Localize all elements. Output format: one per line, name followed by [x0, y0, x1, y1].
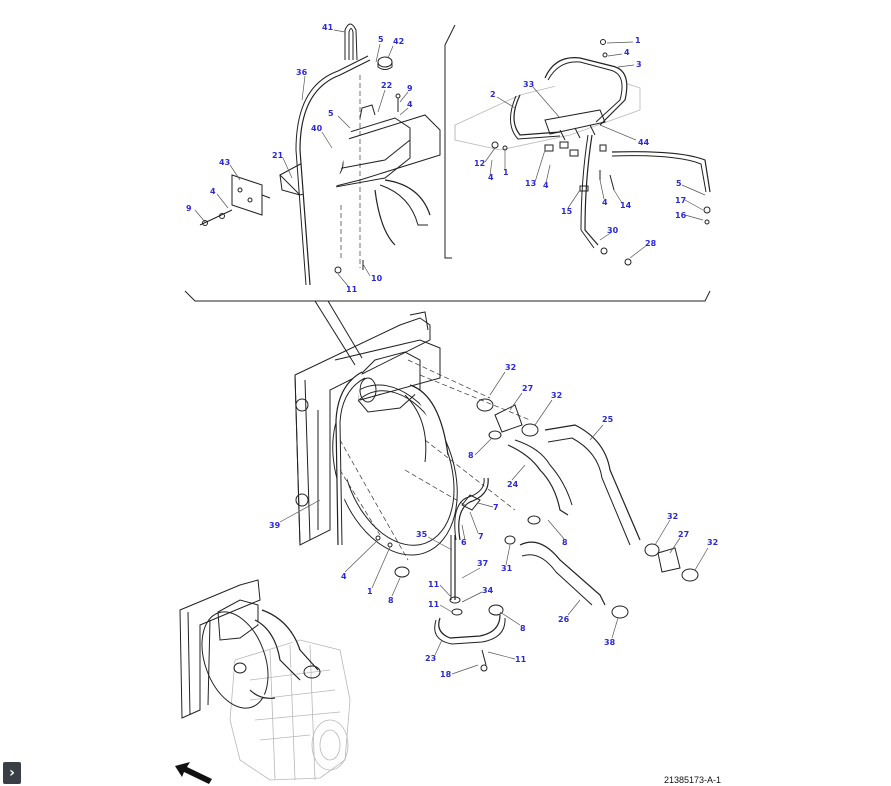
callout: 9: [407, 84, 413, 93]
callout: 22: [381, 81, 392, 90]
callout: 17: [675, 196, 686, 205]
callout: 8: [468, 451, 474, 460]
callout: 4: [341, 572, 347, 581]
callouts-top-right: 1 4 3 33 2 44 12 1 4 13 4 15 4 14 5 17 1…: [474, 36, 687, 248]
callout: 16: [675, 211, 687, 220]
callout: 5: [676, 179, 682, 188]
callouts-top-left: 41 5 42 36 22 9 5 4 40 21 43 4 9 10 11: [186, 23, 413, 294]
callout: 13: [525, 179, 536, 188]
callout: 41: [322, 23, 334, 32]
callout: 33: [523, 80, 534, 89]
callout: 7: [493, 503, 499, 512]
callout: 27: [678, 530, 689, 539]
callout: 37: [477, 559, 488, 568]
front-arrow-icon: [175, 762, 212, 784]
callout: 8: [520, 624, 526, 633]
callout: 3: [636, 60, 642, 69]
radiator-assembly: [279, 311, 709, 675]
callout: 12: [474, 159, 485, 168]
reservoir-detail: [194, 23, 441, 287]
callout: 21: [272, 151, 284, 160]
callout: 4: [488, 173, 494, 182]
callout: 7: [478, 532, 484, 541]
callout: 35: [416, 530, 428, 539]
callout: 4: [543, 181, 549, 190]
callout: 9: [186, 204, 192, 213]
callout: 44: [638, 138, 650, 147]
detail-inset: [184, 24, 711, 366]
fittings-detail: [454, 39, 711, 266]
callout: 15: [561, 207, 573, 216]
figure-id-label: 21385173-A-1: [664, 775, 722, 785]
callout: 32: [707, 538, 718, 547]
callout: 4: [624, 48, 630, 57]
callout: 31: [501, 564, 513, 573]
callout: 4: [602, 198, 608, 207]
callout: 10: [371, 274, 383, 283]
callout: 14: [620, 201, 632, 210]
callout: 27: [522, 384, 533, 393]
callout: 23: [425, 654, 436, 663]
callout: 11: [428, 580, 440, 589]
callout: 25: [602, 415, 614, 424]
callout: 32: [667, 512, 678, 521]
callout: 8: [388, 596, 394, 605]
callout: 4: [210, 187, 216, 196]
sidebar-toggle-button[interactable]: ›: [3, 762, 21, 784]
callout: 1: [503, 168, 509, 177]
callout: 4: [407, 100, 413, 109]
callout: 42: [393, 37, 404, 46]
callout: 32: [505, 363, 516, 372]
callout: 8: [562, 538, 568, 547]
callout: 39: [269, 521, 281, 530]
callout: 11: [428, 600, 440, 609]
callout: 5: [378, 35, 384, 44]
callout: 6: [461, 538, 467, 547]
callout: 43: [219, 158, 230, 167]
callouts-main: 32 27 32 25 8 24 7 7 6 35 39 8 37 31 32 …: [269, 363, 718, 679]
callout: 11: [515, 655, 527, 664]
locator-thumbnail: [179, 579, 351, 781]
callout: 1: [635, 36, 641, 45]
callout: 1: [367, 587, 373, 596]
callout: 32: [551, 391, 562, 400]
chevron-right-icon: ›: [9, 765, 15, 781]
callout: 2: [490, 90, 496, 99]
callout: 18: [440, 670, 452, 679]
callout: 30: [607, 226, 619, 235]
callout: 36: [296, 68, 308, 77]
callout: 26: [558, 615, 570, 624]
callout: 38: [604, 638, 616, 647]
callout: 28: [645, 239, 657, 248]
callout: 24: [507, 480, 519, 489]
callout: 11: [346, 285, 358, 294]
callout: 40: [311, 124, 323, 133]
callout: 34: [482, 586, 494, 595]
callout: 5: [328, 109, 334, 118]
